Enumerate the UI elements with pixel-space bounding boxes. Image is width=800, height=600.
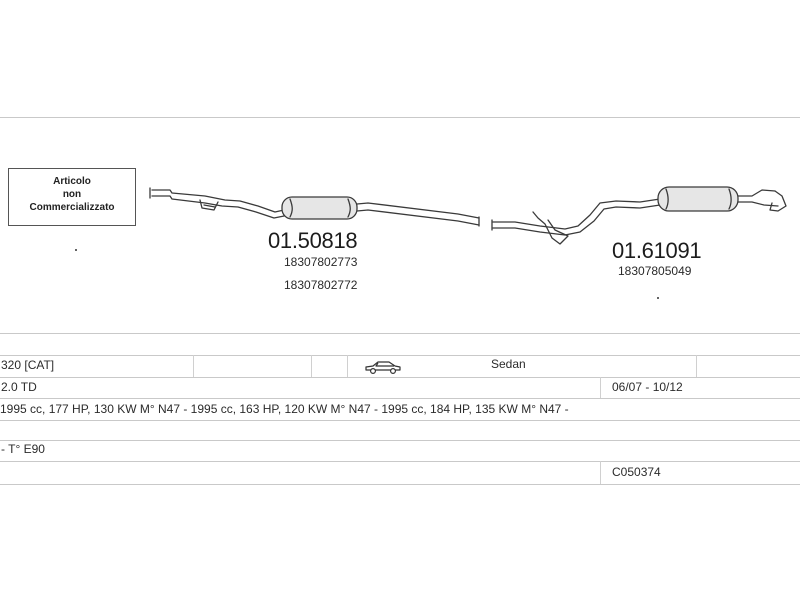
part-number-left[interactable]: 01.50818 [268,228,358,253]
exhaust-diagram [149,186,787,245]
part-ref-left-2: 18307802772 [284,278,358,292]
stray-dot-left [75,249,77,251]
notice-line-2: non [62,189,82,200]
part-01-61091-drawing [491,186,787,245]
row-model: 320 [CAT] [1,358,55,372]
stray-dot-right [657,297,659,299]
row-chassis: - T° E90 [1,442,45,456]
row-specs: 1995 cc, 177 HP, 130 KW M° N47 - 1995 cc… [0,402,569,416]
car-sedan-icon [365,361,401,375]
row-body-type: Sedan [491,357,526,371]
not-commercialized-notice: Articolo non Commercializzato [8,168,136,226]
part-01-50818-drawing [149,187,480,227]
top-rule [0,117,800,118]
part-ref-left-1: 18307802773 [284,255,358,269]
part-ref-right-1: 18307805049 [618,264,692,278]
diagram-bottom-rule [0,333,800,334]
row-engine: 2.0 TD [1,380,37,394]
notice-line-3: Commercializzato [29,202,115,213]
row-years: 06/07 - 10/12 [612,380,683,394]
row-code: C050374 [612,465,661,479]
part-number-right[interactable]: 01.61091 [612,238,702,263]
notice-line-1: Articolo [53,176,91,187]
